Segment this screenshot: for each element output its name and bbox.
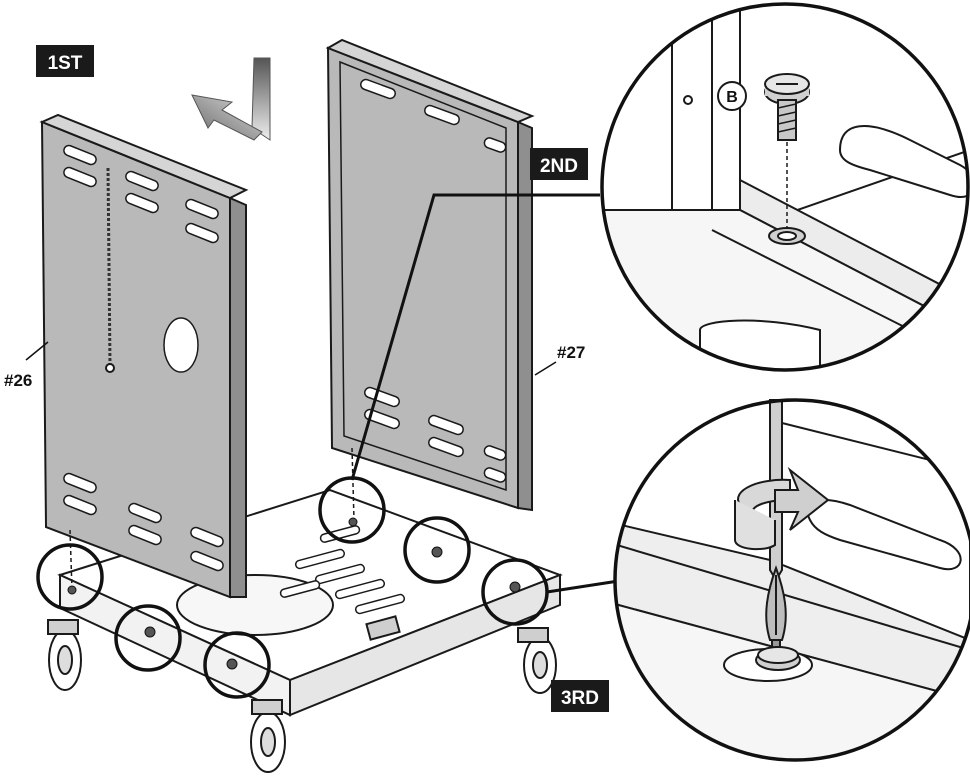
side-panel-26 xyxy=(39,113,249,599)
svg-text:3RD: 3RD xyxy=(561,688,599,709)
zoom-detail-screw-insert: B xyxy=(600,2,970,372)
part-letter-b: B xyxy=(726,89,738,106)
caster-wheels xyxy=(47,619,557,773)
screw-heads xyxy=(67,517,521,670)
alignment-lines xyxy=(69,447,355,591)
side-panel-27 xyxy=(325,38,535,512)
clockwise-rotation-arrow xyxy=(734,466,830,551)
svg-text:1ST: 1ST xyxy=(48,53,83,74)
step-label-1st: 1ST xyxy=(36,45,94,77)
insert-direction-arrow xyxy=(191,57,271,141)
part-label-27: #27 xyxy=(557,343,585,362)
seated-screw xyxy=(723,646,813,682)
leader-lines xyxy=(25,193,626,594)
step-label-3rd: 3RD xyxy=(551,680,609,712)
zoom-detail-screwdriver xyxy=(613,398,970,762)
step-label-2nd: 2ND xyxy=(530,148,588,180)
svg-text:2ND: 2ND xyxy=(540,156,578,177)
screw-b xyxy=(764,73,810,245)
part-label-26: #26 xyxy=(4,371,32,390)
part-letter-badge xyxy=(717,81,747,111)
